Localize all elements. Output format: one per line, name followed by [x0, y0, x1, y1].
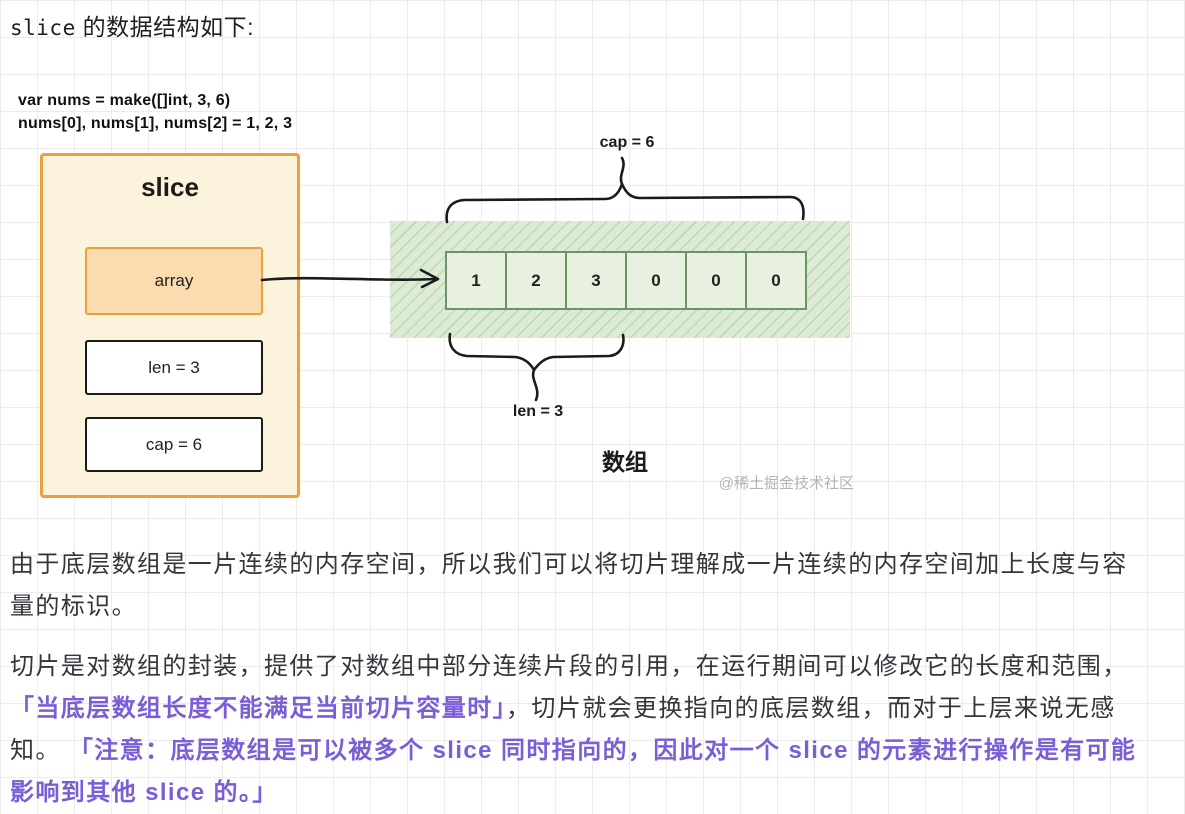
- len-field: len = 3: [85, 340, 263, 395]
- slice-title: slice: [141, 172, 199, 202]
- array-cell: 0: [745, 251, 807, 310]
- len-brace-tail: [531, 368, 539, 402]
- slice-struct-box: slice array len = 3 cap = 6: [40, 153, 300, 498]
- cap-annotation-label: cap = 6: [599, 134, 655, 151]
- array-cell: 0: [685, 251, 747, 310]
- diagram-code: var nums = make([]int, 3, 6) nums[0], nu…: [18, 89, 292, 135]
- array-title: 数组: [602, 449, 648, 475]
- intro-line: slice 的数据结构如下:: [10, 12, 1141, 43]
- len-annotation-label: len = 3: [512, 403, 564, 420]
- array-cell: 2: [505, 251, 567, 310]
- p2-text-1: 切片是对数组的封装，提供了对数组中部分连续片段的引用，在运行期间可以修改它的长度…: [10, 653, 1128, 680]
- paragraph-2: 切片是对数组的封装，提供了对数组中部分连续片段的引用，在运行期间可以修改它的长度…: [10, 646, 1141, 814]
- diagram-code-line2: nums[0], nums[1], nums[2] = 1, 2, 3: [18, 115, 293, 132]
- cap-brace: [445, 182, 805, 224]
- community-watermark: @稀土掘金技术社区: [718, 475, 854, 492]
- slice-structure-diagram[interactable]: var nums = make([]int, 3, 6) nums[0], nu…: [10, 79, 872, 511]
- cap-field: cap = 6: [85, 417, 263, 472]
- array-pointer-field: array: [85, 247, 263, 315]
- p2-highlight-1: 「当底层数组长度不能满足当前切片容量时」: [10, 695, 506, 722]
- len-brace: [448, 332, 625, 372]
- paragraph-1: 由于底层数组是一片连续的内存空间，所以我们可以将切片理解成一片连续的内存空间加上…: [10, 551, 1128, 620]
- p2-highlight-2: 「注意：底层数组是可以被多个 slice 同时指向的，因此对一个 slice 的…: [10, 737, 1137, 806]
- array-cell: 1: [445, 251, 507, 310]
- p2-text-2: ，切片就会更换指向的底层数组，而对于上层来说无感知。: [10, 695, 1116, 764]
- diagram-code-line1: var nums = make([]int, 3, 6): [18, 92, 231, 109]
- array-cell: 0: [625, 251, 687, 310]
- inline-code-slice: slice: [10, 16, 76, 40]
- array-cells: 1 2 3 0 0 0: [445, 251, 807, 310]
- array-cell: 3: [565, 251, 627, 310]
- cap-brace-tail: [619, 156, 625, 186]
- intro-text: 的数据结构如下:: [75, 14, 254, 40]
